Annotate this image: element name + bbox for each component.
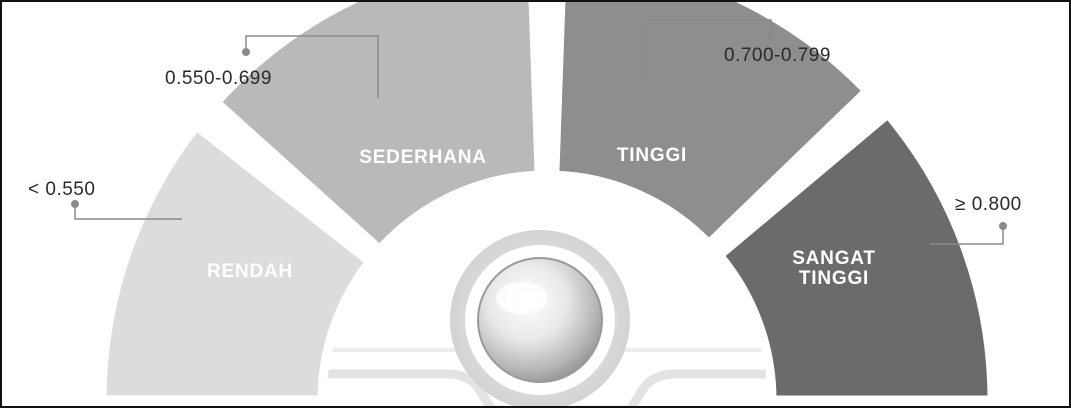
range-label-sederhana: 0.550-0.699 — [165, 68, 272, 89]
gauge-base — [125, 369, 975, 406]
leader-lines — [71, 19, 1007, 245]
leader-line-sangat-tinggi — [930, 226, 1004, 245]
leader-dot-tinggi — [767, 33, 775, 41]
range-label-rendah: < 0.550 — [28, 179, 95, 200]
leader-dot-rendah — [71, 200, 79, 208]
leader-line-sederhana — [245, 35, 379, 98]
segment-tinggi — [550, 2, 874, 251]
segment-label-line: TINGGI — [617, 145, 687, 166]
segment-label-rendah: RENDAH — [207, 261, 293, 282]
leader-dot-sederhana — [242, 48, 250, 56]
gauge-knob-highlight — [496, 282, 548, 314]
segment-label-line: SANGAT — [792, 248, 876, 269]
leader-line-rendah — [74, 204, 182, 220]
segment-label-line: RENDAH — [207, 261, 293, 282]
leader-dot-sangat-tinggi — [999, 222, 1007, 230]
range-label-tinggi: 0.700-0.799 — [724, 45, 831, 66]
gauge-segments — [97, 2, 997, 405]
segment-label-sederhana: SEDERHANA — [359, 147, 487, 168]
gauge-knob — [477, 257, 603, 383]
segment-label-tinggi: TINGGI — [617, 145, 687, 166]
range-label-sangat-tinggi: ≥ 0.800 — [955, 194, 1022, 215]
segment-sederhana — [209, 2, 544, 256]
segment-label-line: TINGGI — [799, 268, 869, 289]
segment-rendah — [97, 119, 377, 405]
segment-sangat-tinggi — [713, 107, 997, 405]
segment-label-line: SEDERHANA — [359, 147, 487, 168]
leader-line-tinggi — [646, 19, 772, 80]
